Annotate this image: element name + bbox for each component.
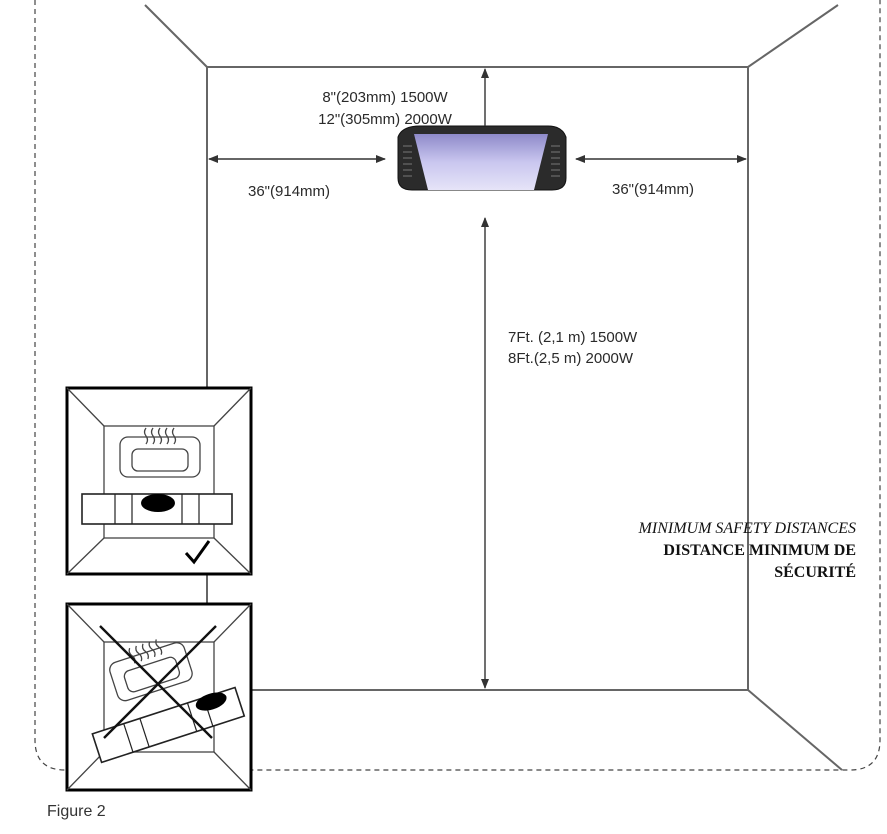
right-clearance-label: 36"(914mm) (612, 181, 695, 198)
dashed-boundary (34, 0, 881, 771)
room-outline (144, 4, 843, 771)
cross-icon (99, 625, 217, 739)
legend-english: MINIMUM SAFETY DISTANCES (638, 520, 856, 537)
floor-clearance-label-1500w: 7Ft. (2,1 m) 1500W (508, 329, 638, 346)
legend-french-line1: DISTANCE MINIMUM DE (663, 542, 856, 559)
left-clearance-label: 36"(914mm) (248, 183, 331, 200)
floor-clearance-label-2000w: 8Ft.(2,5 m) 2000W (508, 350, 634, 367)
check-mark-icon (184, 540, 211, 565)
top-clearance-label-2000w: 12"(305mm) 2000W (318, 111, 452, 128)
correct-mounting-inset (65, 386, 253, 576)
top-clearance-label-1500w: 8"(203mm) 1500W (322, 89, 448, 106)
incorrect-mounting-inset (65, 602, 253, 792)
heater (397, 125, 567, 191)
figure-caption: Figure 2 (47, 803, 106, 820)
legend-french-line2: SÉCURITÉ (774, 564, 856, 581)
